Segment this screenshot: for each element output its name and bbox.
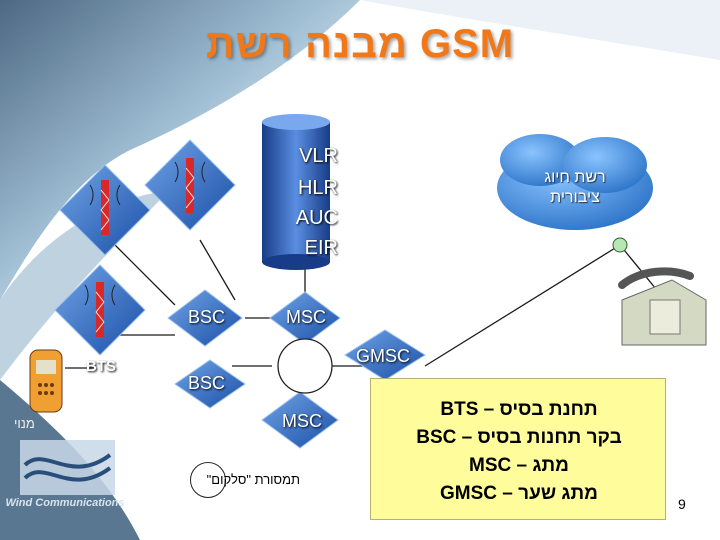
bsc-top-panel	[167, 289, 243, 347]
link-gmsc-cloud	[424, 244, 621, 367]
node-msc-top: MSC	[286, 307, 326, 327]
cell-legend-circle	[190, 462, 226, 498]
node-bts: BTS	[86, 358, 116, 375]
link-tower1-bsc	[109, 239, 176, 306]
public-network-cloud	[497, 134, 653, 230]
cloud-label-line2: ציבורית	[550, 189, 600, 206]
cloud-label: רשת חיוג ציבורית	[510, 168, 640, 208]
bts-cell-3	[54, 264, 146, 356]
legend-item-gmsc: GMSC – מתג שער	[440, 483, 598, 504]
handset-label: מנוי	[14, 416, 35, 431]
legend-item-msc: MSC – מתג	[469, 455, 569, 476]
bsc-bottom-panel	[174, 359, 246, 409]
legend-item-bsc: BSC – בקר תחנות בסיס	[416, 427, 622, 448]
db-label-vlr: VLR	[299, 145, 338, 167]
db-label-auc: AUC	[295, 207, 338, 229]
telephone	[618, 267, 707, 346]
node-msc-bottom: MSC	[282, 411, 322, 431]
node-bsc-bottom: BSC	[188, 373, 226, 393]
wind-logo	[20, 440, 115, 495]
msc-top-panel	[269, 291, 341, 345]
gmsc-panel	[344, 329, 426, 381]
brand-name: Wind Communications	[5, 497, 125, 509]
node-gmsc: GMSC	[356, 346, 410, 366]
switch-circle	[277, 338, 333, 394]
bts-cell-2	[144, 139, 236, 231]
page-title: מבנה רשת GSM	[205, 22, 515, 66]
legend-box: BTS – תחנת בסיס BSC – בקר תחנות בסיס MSC…	[370, 378, 666, 520]
database-stack	[262, 114, 330, 270]
link-tower2-bsc	[199, 239, 236, 301]
cloud-label-line1: רשת חיוג	[544, 169, 606, 186]
cloud-connector	[612, 237, 628, 253]
db-label-eir: EIR	[304, 237, 338, 259]
legend-item-bts: BTS – תחנת בסיס	[440, 399, 598, 420]
node-bsc-top: BSC	[188, 307, 226, 327]
cell-legend-label: תמסורת "סלקום"	[206, 472, 300, 487]
mobile-handset	[29, 349, 63, 413]
msc-bottom-panel	[261, 391, 339, 449]
bts-cell-1	[59, 164, 151, 256]
page-number: 9	[678, 496, 686, 512]
db-label-hlr: HLR	[297, 177, 338, 199]
